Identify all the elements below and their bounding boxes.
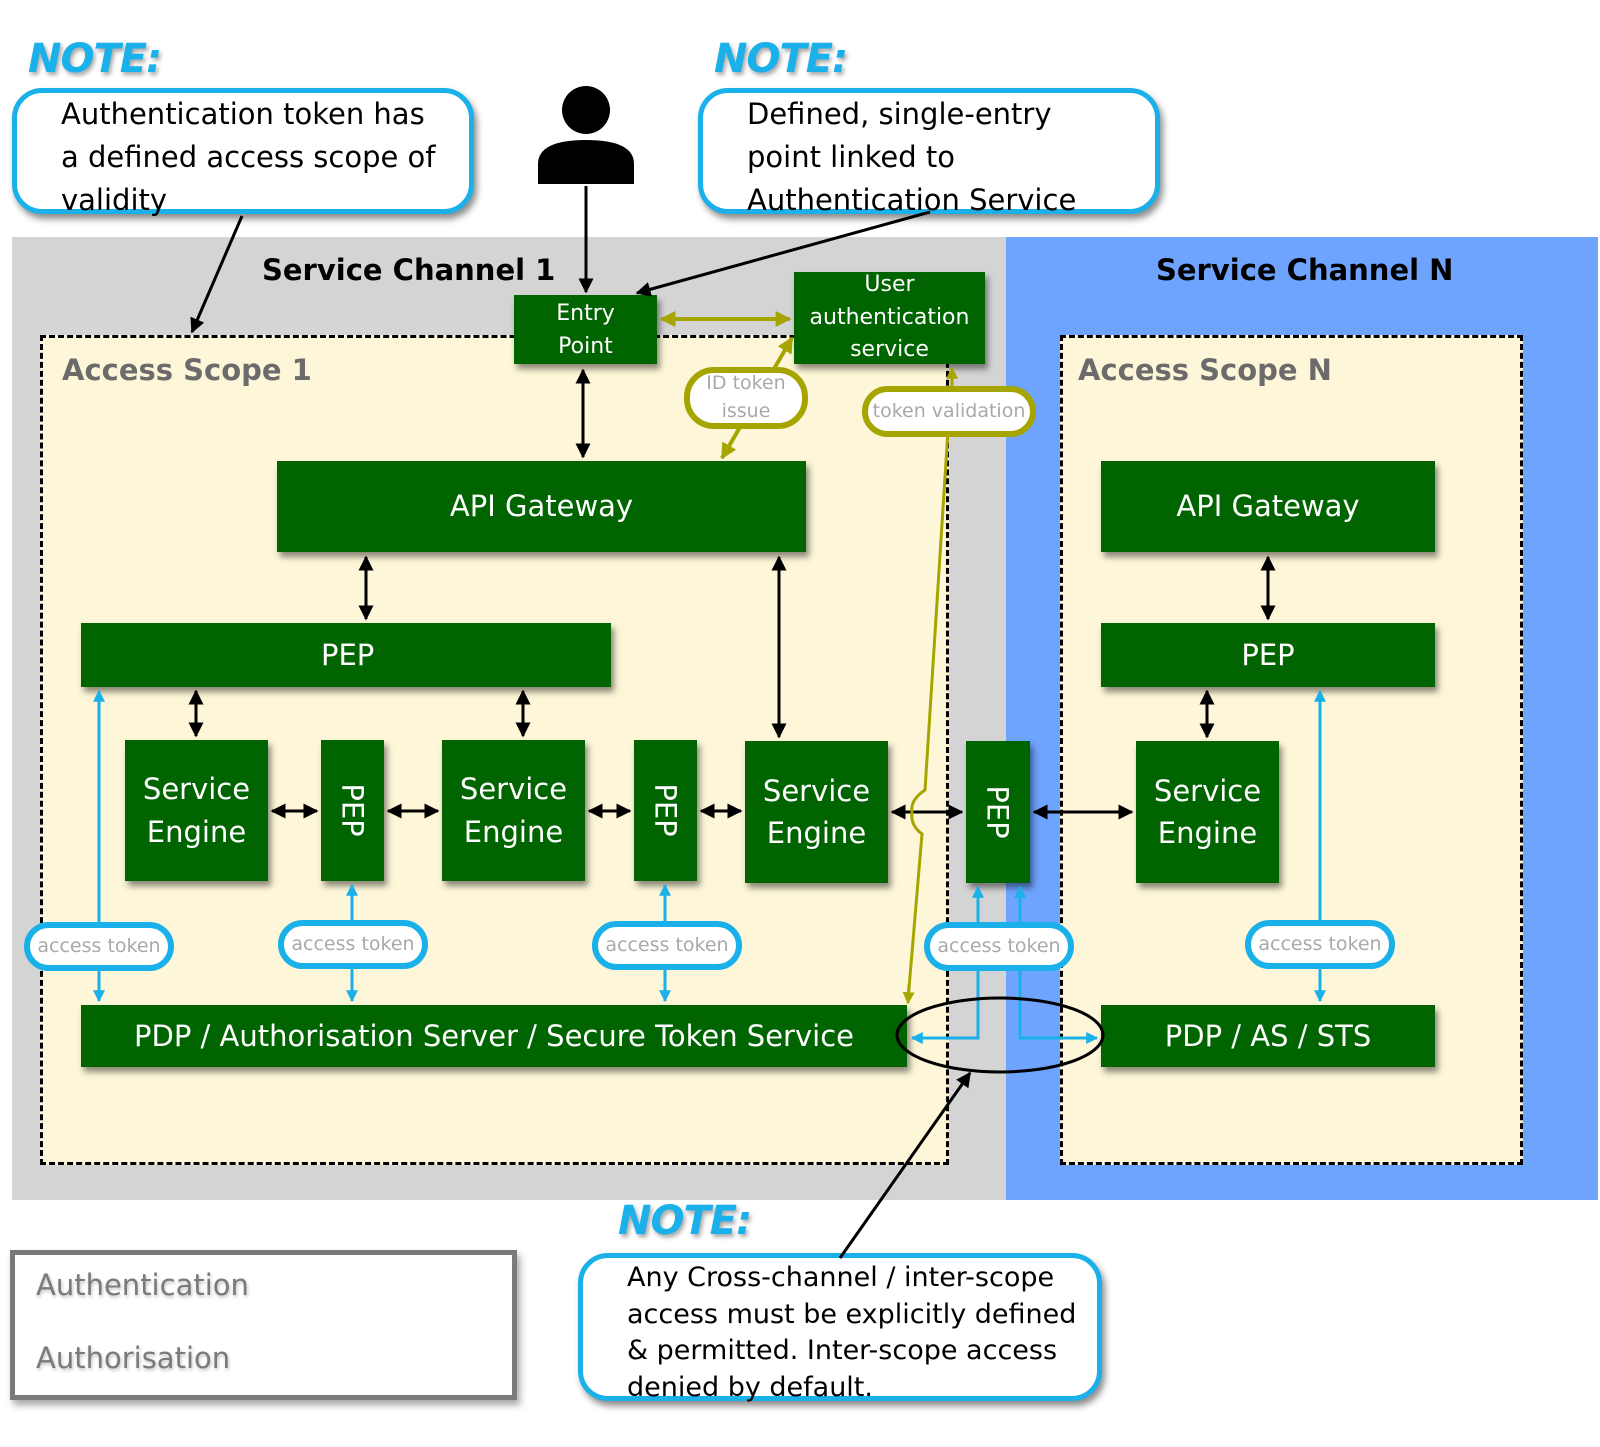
id-token-issue-pill: ID token issue bbox=[684, 367, 808, 429]
legend-authentication-label: Authentication bbox=[36, 1268, 249, 1302]
access-token-pill: access token bbox=[1245, 920, 1395, 969]
pep-cross-channel-node[interactable]: PEP bbox=[966, 741, 1030, 883]
service-engine-label: Service bbox=[762, 773, 871, 808]
note-1-label: NOTE: bbox=[28, 36, 162, 82]
pdp-authorisation-server-node[interactable]: PDP / Authorisation Server / Secure Toke… bbox=[81, 1005, 907, 1067]
pep-n-node[interactable]: PEP bbox=[1101, 623, 1435, 687]
note-2-line: Authentication Service bbox=[747, 183, 1077, 217]
entry-point-label: Point bbox=[558, 333, 613, 359]
entry-point-label: Entry bbox=[556, 300, 615, 326]
service-channel-n-title: Service Channel N bbox=[1156, 253, 1454, 287]
access-scope-n-title: Access Scope N bbox=[1078, 353, 1332, 387]
pep-label: PEP bbox=[648, 783, 683, 838]
user-authentication-service-node[interactable]: User authentication service bbox=[794, 272, 985, 364]
note-3-line: Any Cross-channel / inter-scope bbox=[627, 1262, 1055, 1293]
service-engine-label: Engine bbox=[146, 814, 247, 849]
note-2-line: Defined, single-entry bbox=[747, 97, 1052, 131]
note-3-box: Any Cross-channel / inter-scope access m… bbox=[578, 1253, 1102, 1403]
api-gateway-1-node[interactable]: API Gateway bbox=[277, 461, 806, 552]
note-1-box: Authentication token has a defined acces… bbox=[12, 88, 474, 217]
note-3-label: NOTE: bbox=[618, 1198, 752, 1244]
user-auth-label: User bbox=[864, 272, 915, 298]
service-engine-label: Engine bbox=[1157, 816, 1258, 850]
service-engine-label: Engine bbox=[463, 814, 564, 849]
pep-label: PEP bbox=[335, 783, 370, 838]
service-engine-label: Service bbox=[142, 772, 251, 807]
service-engine-label: Service bbox=[1153, 773, 1262, 808]
access-scope-1-title: Access Scope 1 bbox=[62, 353, 312, 387]
pep-inline-2-node[interactable]: PEP bbox=[634, 740, 697, 881]
pep-inline-1-node[interactable]: PEP bbox=[321, 740, 384, 881]
api-gateway-n-node[interactable]: API Gateway bbox=[1101, 461, 1435, 552]
note-1-line: a defined access scope of bbox=[61, 140, 436, 174]
legend-authorisation-label: Authorisation bbox=[36, 1341, 231, 1375]
note-3-line: & permitted. Inter-scope access bbox=[627, 1335, 1058, 1366]
note-3-line: access must be explicitly defined bbox=[627, 1298, 1077, 1330]
pep-1-node[interactable]: PEP bbox=[81, 623, 611, 687]
note-1-line: validity bbox=[61, 183, 168, 217]
token-validation-pill: token validation bbox=[862, 386, 1036, 437]
service-engine-label: Service bbox=[459, 772, 568, 807]
note-1-line: Authentication token has bbox=[61, 97, 425, 131]
access-token-pill: access token bbox=[278, 920, 428, 969]
service-engine-label: Engine bbox=[766, 816, 867, 850]
access-token-pill: access token bbox=[924, 922, 1074, 971]
note-2-box: Defined, single-entry point linked to Au… bbox=[698, 88, 1160, 217]
legend-box bbox=[10, 1250, 517, 1400]
service-channel-1-title: Service Channel 1 bbox=[262, 253, 556, 287]
access-token-pill: access token bbox=[24, 922, 174, 971]
note-2-label: NOTE: bbox=[714, 36, 848, 82]
user-auth-label: authentication bbox=[809, 304, 970, 330]
note-2-line: point linked to bbox=[747, 140, 956, 174]
id-token-label: issue bbox=[721, 400, 771, 422]
access-token-pill: access token bbox=[592, 921, 742, 970]
user-icon bbox=[538, 86, 634, 184]
user-auth-label: service bbox=[850, 337, 929, 363]
id-token-label: ID token bbox=[706, 372, 786, 395]
pep-label: PEP bbox=[981, 785, 1016, 839]
pdp-as-sts-n-node[interactable]: PDP / AS / STS bbox=[1101, 1005, 1435, 1067]
note-3-line: denied by default. bbox=[627, 1371, 873, 1403]
